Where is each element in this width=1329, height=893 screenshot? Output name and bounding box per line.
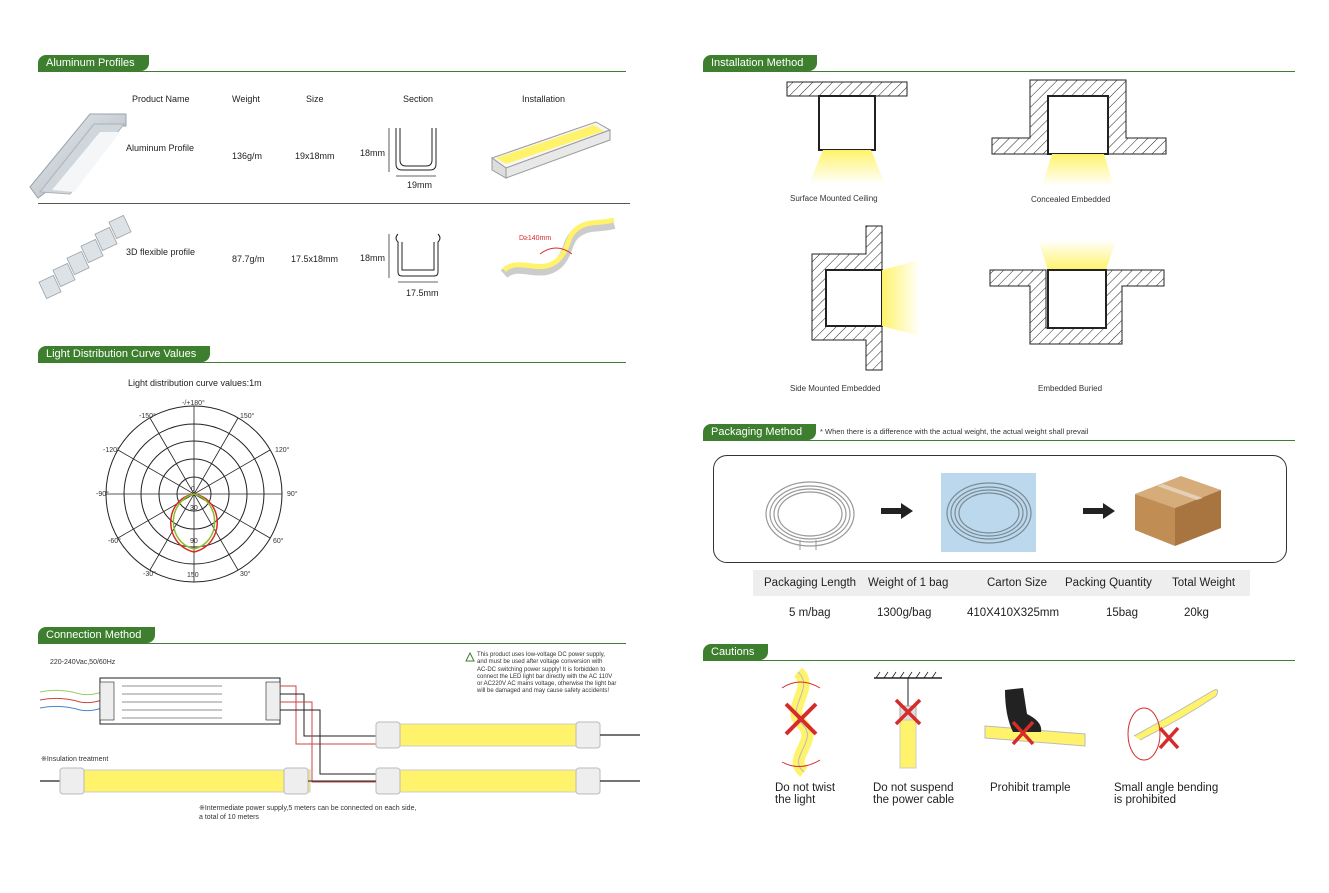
caution-trample-label: Prohibit trample bbox=[990, 782, 1071, 794]
polar-angle-150: 150° bbox=[240, 413, 255, 420]
connection-note-line2: a total of 10 meters bbox=[199, 814, 259, 821]
pack-header-weight: Weight of 1 bag bbox=[868, 577, 949, 589]
wiring-diagram bbox=[39, 677, 640, 795]
connection-note-line1: ※Intermediate power supply,5 meters can … bbox=[199, 805, 417, 812]
small-bend-caution-image bbox=[1127, 689, 1219, 761]
section-tab-aluminum-profiles: Aluminum Profiles bbox=[38, 55, 149, 71]
input-voltage: 220-240Vac,50/60Hz bbox=[50, 659, 116, 666]
polar-angle-120: 120° bbox=[275, 447, 290, 454]
label-embedded-buried: Embedded Buried bbox=[1038, 384, 1103, 393]
packaging-table-header bbox=[753, 570, 1250, 596]
polar-radial-0: 0 bbox=[191, 486, 195, 493]
packaging-note: * When there is a difference with the ac… bbox=[820, 427, 1089, 436]
embedded-buried-diagram bbox=[989, 240, 1165, 345]
section-rule bbox=[38, 362, 626, 363]
carton-box-image bbox=[1135, 476, 1221, 546]
row1-section-drawing bbox=[388, 128, 437, 177]
polar-angle-neg60: -60° bbox=[108, 538, 121, 545]
header-product-name: Product Name bbox=[132, 94, 190, 104]
row2-name: 3D flexible profile bbox=[126, 247, 196, 257]
header-section: Section bbox=[403, 94, 434, 104]
polar-angle-90: 90° bbox=[287, 491, 298, 498]
bend-radius-label: D≥140mm bbox=[519, 235, 552, 242]
pack-value-length: 5 m/bag bbox=[789, 607, 831, 619]
section-rule bbox=[38, 71, 626, 72]
row1-section-width: 19mm bbox=[407, 180, 433, 190]
section-tab-light-distribution: Light Distribution Curve Values bbox=[38, 346, 211, 362]
concealed-embedded-diagram bbox=[991, 79, 1167, 186]
pack-value-weight: 1300g/bag bbox=[877, 607, 932, 619]
polar-angle-180: -/+180° bbox=[182, 400, 205, 407]
polar-angle-60: 60° bbox=[273, 538, 284, 545]
pack-value-carton: 410X410X325mm bbox=[967, 607, 1060, 619]
label-side-mounted: Side Mounted Embedded bbox=[790, 384, 881, 393]
section-rule bbox=[703, 660, 1295, 661]
surface-mounted-diagram bbox=[786, 81, 908, 184]
section-tab-packaging-method: Packaging Method bbox=[703, 424, 817, 440]
coiled-strip-image bbox=[765, 481, 855, 550]
row1-section-height: 18mm bbox=[360, 148, 386, 158]
trample-caution-image bbox=[984, 688, 1086, 747]
header-weight: Weight bbox=[232, 94, 260, 104]
header-size: Size bbox=[306, 94, 324, 104]
caution-twist-label: Do not twist the light bbox=[775, 782, 836, 806]
flexible-profile-image bbox=[38, 214, 132, 300]
row2-section-width: 17.5mm bbox=[406, 288, 439, 298]
suspend-caution-image bbox=[874, 671, 942, 769]
row1-installation-image bbox=[490, 121, 612, 179]
row1-size: 19x18mm bbox=[295, 151, 335, 161]
label-surface-mounted: Surface Mounted Ceiling bbox=[790, 194, 878, 203]
section-rule bbox=[38, 643, 626, 644]
section-tab-cautions: Cautions bbox=[703, 644, 769, 660]
pack-header-length: Packaging Length bbox=[764, 577, 857, 589]
polar-radial-150: 150 bbox=[187, 572, 199, 579]
pack-value-total: 20kg bbox=[1184, 607, 1209, 619]
section-tab-connection-method: Connection Method bbox=[38, 627, 156, 643]
label-concealed-embedded: Concealed Embedded bbox=[1031, 195, 1111, 204]
row2-size: 17.5x18mm bbox=[291, 254, 339, 264]
row2-installation-image bbox=[500, 217, 616, 279]
bagged-strip-image bbox=[941, 473, 1036, 552]
row2-section-drawing bbox=[388, 233, 441, 283]
aluminum-profile-image bbox=[29, 113, 127, 199]
pack-header-total: Total Weight bbox=[1172, 577, 1236, 589]
polar-angle-neg120: -120° bbox=[103, 447, 120, 454]
polar-radial-90: 90 bbox=[190, 538, 198, 545]
packaging-flow-box bbox=[713, 455, 1287, 563]
caution-suspend-label: Do not suspend the power cable bbox=[873, 782, 955, 806]
pack-header-quantity: Packing Quantity bbox=[1065, 577, 1152, 589]
caution-bend-label: Small angle bending is prohibited bbox=[1114, 782, 1219, 806]
arrow-right-icon bbox=[1083, 503, 1115, 519]
section-rule bbox=[703, 440, 1295, 441]
row-divider bbox=[38, 203, 630, 204]
pack-value-quantity: 15bag bbox=[1106, 607, 1138, 619]
row2-weight: 87.7g/m bbox=[232, 254, 265, 264]
warning-icon bbox=[465, 651, 475, 662]
polar-angle-neg150: -150° bbox=[139, 413, 156, 420]
polar-angle-30: 30° bbox=[240, 571, 251, 578]
row1-weight: 136g/m bbox=[232, 151, 263, 161]
section-tab-installation-method: Installation Method bbox=[703, 55, 818, 71]
section-rule bbox=[703, 71, 1295, 72]
side-mounted-diagram bbox=[811, 225, 920, 371]
polar-chart bbox=[105, 405, 283, 583]
header-installation: Installation bbox=[522, 94, 566, 104]
polar-angle-neg90: -90° bbox=[96, 491, 109, 498]
twist-caution-image bbox=[781, 667, 821, 777]
polar-radial-30: 30 bbox=[190, 505, 198, 512]
insulation-label: ※Insulation treatment bbox=[41, 756, 109, 763]
row1-name: Aluminum Profile bbox=[126, 143, 195, 153]
arrow-right-icon bbox=[881, 503, 913, 519]
polar-angle-neg30: -30° bbox=[143, 571, 156, 578]
polar-title: Light distribution curve values:1m bbox=[128, 378, 262, 388]
row2-section-height: 18mm bbox=[360, 253, 386, 263]
safety-warning: This product uses low-voltage DC power s… bbox=[477, 652, 617, 695]
pack-header-carton: Carton Size bbox=[987, 577, 1048, 589]
